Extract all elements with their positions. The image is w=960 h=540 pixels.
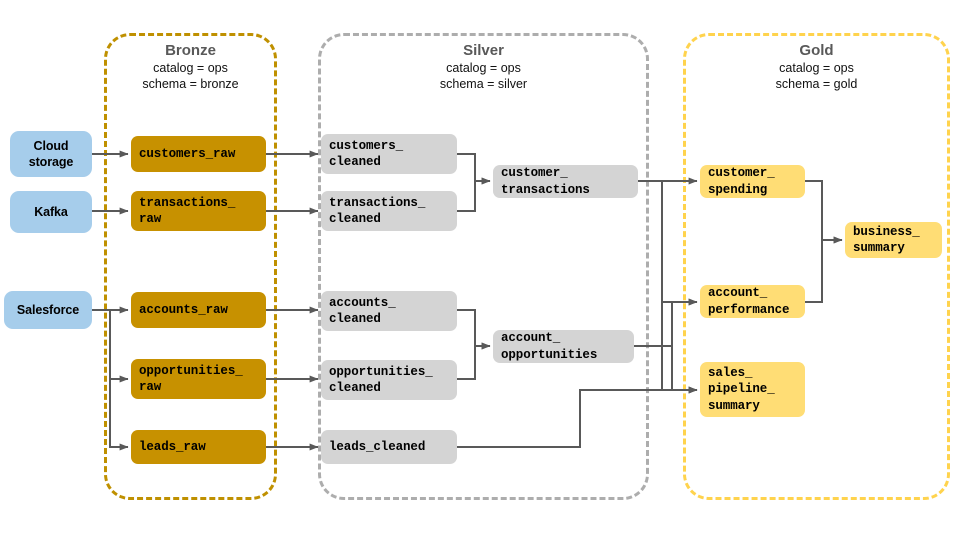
table-node-customers-cleaned[interactable]: customers_ cleaned — [321, 134, 457, 174]
zone-gold: Gold catalog = ops schema = gold — [683, 33, 950, 500]
source-node-salesforce[interactable]: Salesforce — [4, 291, 92, 329]
table-node-sales-pipeline-summary[interactable]: sales_ pipeline_ summary — [700, 362, 805, 417]
source-node-cloud-storage-label: Cloud storage — [28, 138, 74, 170]
source-node-kafka[interactable]: Kafka — [10, 191, 92, 233]
table-node-opportunities-cleaned-label: opportunities_ cleaned — [329, 364, 433, 396]
table-node-customers-raw-label: customers_raw — [139, 146, 236, 161]
table-node-leads-raw[interactable]: leads_raw — [131, 430, 266, 464]
table-node-leads-cleaned-label: leads_cleaned — [329, 439, 426, 454]
table-node-sales-pipeline-summary-label: sales_ pipeline_ summary — [708, 365, 775, 413]
zone-silver: Silver catalog = ops schema = silver — [318, 33, 649, 500]
zone-gold-catalog: catalog = ops — [779, 60, 854, 75]
table-node-customers-cleaned-label: customers_ cleaned — [329, 138, 404, 170]
table-node-business-summary[interactable]: business_ summary — [845, 222, 942, 258]
table-node-transactions-cleaned-label: transactions_ cleaned — [329, 195, 426, 227]
table-node-accounts-raw[interactable]: accounts_raw — [131, 292, 266, 328]
table-node-customer-spending-label: customer_ spending — [708, 166, 775, 197]
zone-gold-schema: schema = gold — [775, 76, 858, 91]
table-node-transactions-raw-label: transactions_ raw — [139, 195, 236, 227]
table-node-business-summary-label: business_ summary — [853, 224, 920, 256]
zone-bronze-schema: schema = bronze — [142, 76, 239, 91]
source-node-salesforce-label: Salesforce — [16, 302, 80, 317]
table-node-account-performance[interactable]: account_ performance — [700, 285, 805, 318]
table-node-accounts-cleaned[interactable]: accounts_ cleaned — [321, 291, 457, 331]
source-node-kafka-label: Kafka — [34, 204, 68, 219]
zone-bronze: Bronze catalog = ops schema = bronze — [104, 33, 277, 500]
table-node-customer-transactions-label: customer_ transactions — [501, 166, 590, 197]
table-node-transactions-cleaned[interactable]: transactions_ cleaned — [321, 191, 457, 231]
table-node-account-opportunities[interactable]: account_ opportunities — [493, 330, 634, 363]
table-node-opportunities-cleaned[interactable]: opportunities_ cleaned — [321, 360, 457, 400]
zone-silver-title: Silver — [463, 42, 504, 59]
zone-silver-catalog: catalog = ops — [446, 60, 521, 75]
table-node-customers-raw[interactable]: customers_raw — [131, 136, 266, 172]
table-node-account-performance-label: account_ performance — [708, 286, 790, 317]
zone-gold-title: Gold — [799, 42, 834, 59]
table-node-account-opportunities-label: account_ opportunities — [501, 331, 598, 362]
table-node-opportunities-raw-label: opportunities_ raw — [139, 363, 243, 395]
source-node-cloud-storage[interactable]: Cloud storage — [10, 131, 92, 177]
table-node-leads-raw-label: leads_raw — [139, 439, 206, 454]
table-node-transactions-raw[interactable]: transactions_ raw — [131, 191, 266, 231]
zone-silver-schema: schema = silver — [439, 76, 528, 91]
table-node-accounts-cleaned-label: accounts_ cleaned — [329, 295, 396, 327]
table-node-accounts-raw-label: accounts_raw — [139, 302, 228, 317]
zone-bronze-title: Bronze — [165, 42, 216, 59]
table-node-opportunities-raw[interactable]: opportunities_ raw — [131, 359, 266, 399]
table-node-customer-transactions[interactable]: customer_ transactions — [493, 165, 638, 198]
table-node-leads-cleaned[interactable]: leads_cleaned — [321, 430, 457, 464]
table-node-customer-spending[interactable]: customer_ spending — [700, 165, 805, 198]
zone-bronze-catalog: catalog = ops — [153, 60, 228, 75]
